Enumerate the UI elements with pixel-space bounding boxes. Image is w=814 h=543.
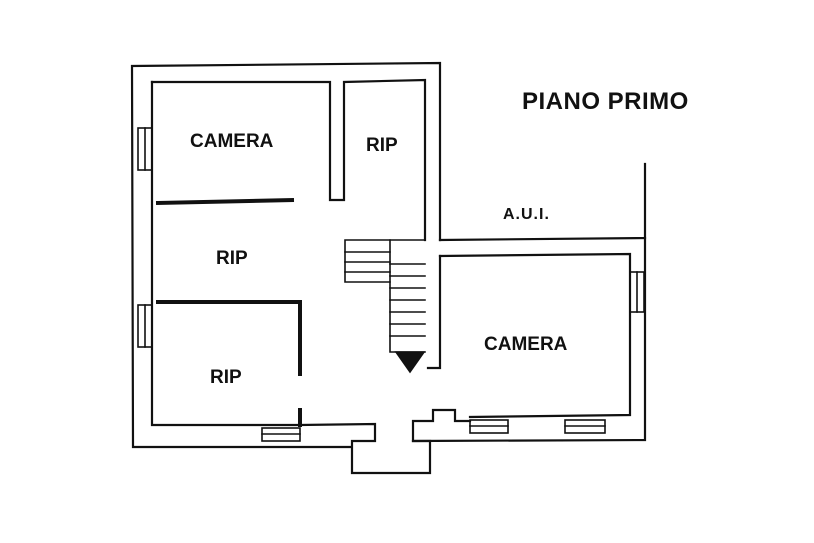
windows bbox=[137, 127, 645, 442]
right-wing-wall bbox=[411, 162, 647, 443]
room-label-camera-top-left: CAMERA bbox=[190, 131, 274, 152]
room-label-rip-middle: RIP bbox=[216, 248, 248, 269]
room-label-camera-right: CAMERA bbox=[484, 334, 568, 355]
staircase bbox=[344, 239, 426, 374]
aui-label: A.U.I. bbox=[503, 206, 550, 223]
plan-title: PIANO PRIMO bbox=[522, 88, 689, 115]
room-label-rip-bottom: RIP bbox=[210, 367, 242, 388]
partition-walls bbox=[155, 197, 302, 427]
room-label-rip-top: RIP bbox=[366, 135, 398, 156]
